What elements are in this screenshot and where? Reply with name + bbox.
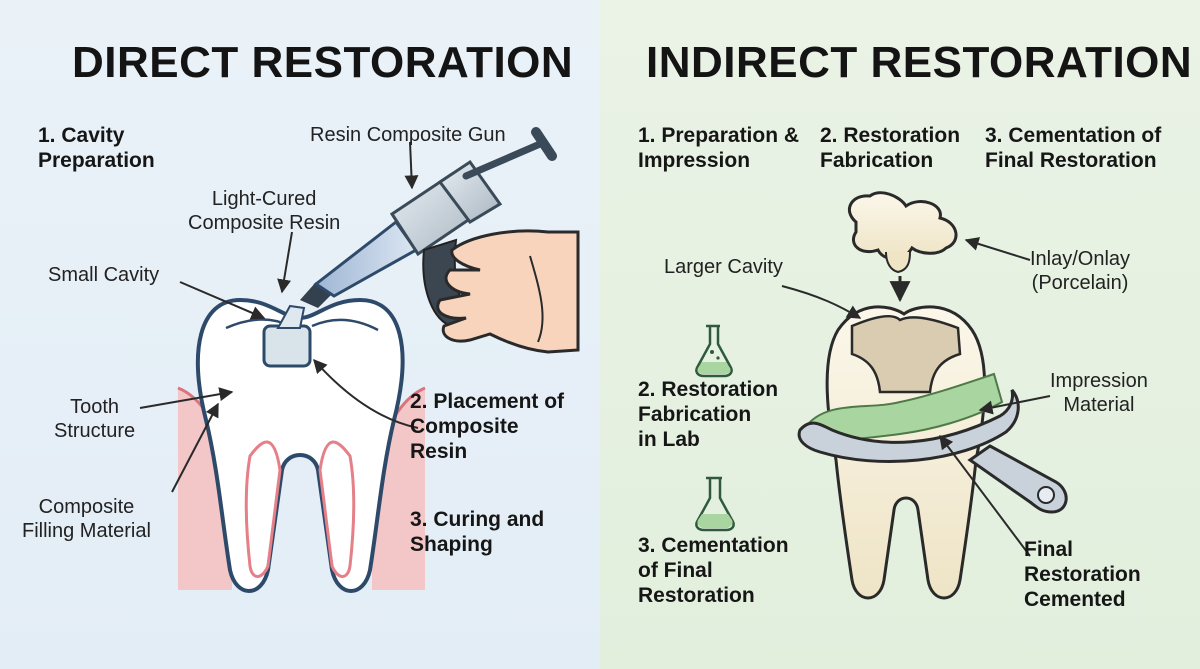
label-tooth-structure: Tooth Structure: [54, 396, 136, 442]
label-small-cavity: Small Cavity: [48, 264, 160, 286]
flask-icon: [695, 476, 735, 532]
indirect-top-step-2: 2. Restoration Fabrication: [820, 124, 961, 172]
tooth-icon: [195, 297, 405, 593]
impression-tray-icon: [797, 372, 1068, 514]
direct-title: DIRECT RESTORATION: [72, 38, 574, 87]
indirect-side-step-3: 3. Cementation of Final Restoration: [638, 534, 789, 607]
indirect-title: INDIRECT RESTORATION: [646, 38, 1193, 87]
indirect-top-step-1: 1. Preparation & Impression: [638, 124, 800, 172]
label-larger-cavity: Larger Cavity: [664, 256, 783, 278]
label-composite-filling-material: Composite Filling Material: [22, 496, 151, 542]
label-impression-material: Impression Material: [1050, 370, 1148, 416]
left-callout-arrows: [139, 141, 419, 493]
flask-icon: [695, 324, 733, 378]
label-inlay-onlay: Inlay/Onlay (Porcelain): [1030, 248, 1131, 294]
hand-icon: [436, 229, 580, 354]
direct-step-3: 3. Curing and Shaping: [410, 508, 545, 556]
right-callout-arrows: [781, 237, 1051, 557]
label-resin-composite-gun: Resin Composite Gun: [310, 124, 506, 146]
inlay-icon: [848, 191, 958, 274]
label-final-restoration-cemented: Final Restoration Cemented: [1024, 538, 1141, 611]
direct-step-2: 2. Placement of Composite Resin: [410, 390, 565, 463]
label-light-cured-composite-resin: Light-Cured Composite Resin: [188, 188, 341, 234]
indirect-top-step-3: 3. Cementation of Final Restoration: [985, 124, 1162, 172]
direct-step-1: 1. Cavity Preparation: [38, 124, 155, 172]
indirect-side-step-2: 2. Restoration Fabrication in Lab: [638, 378, 779, 451]
